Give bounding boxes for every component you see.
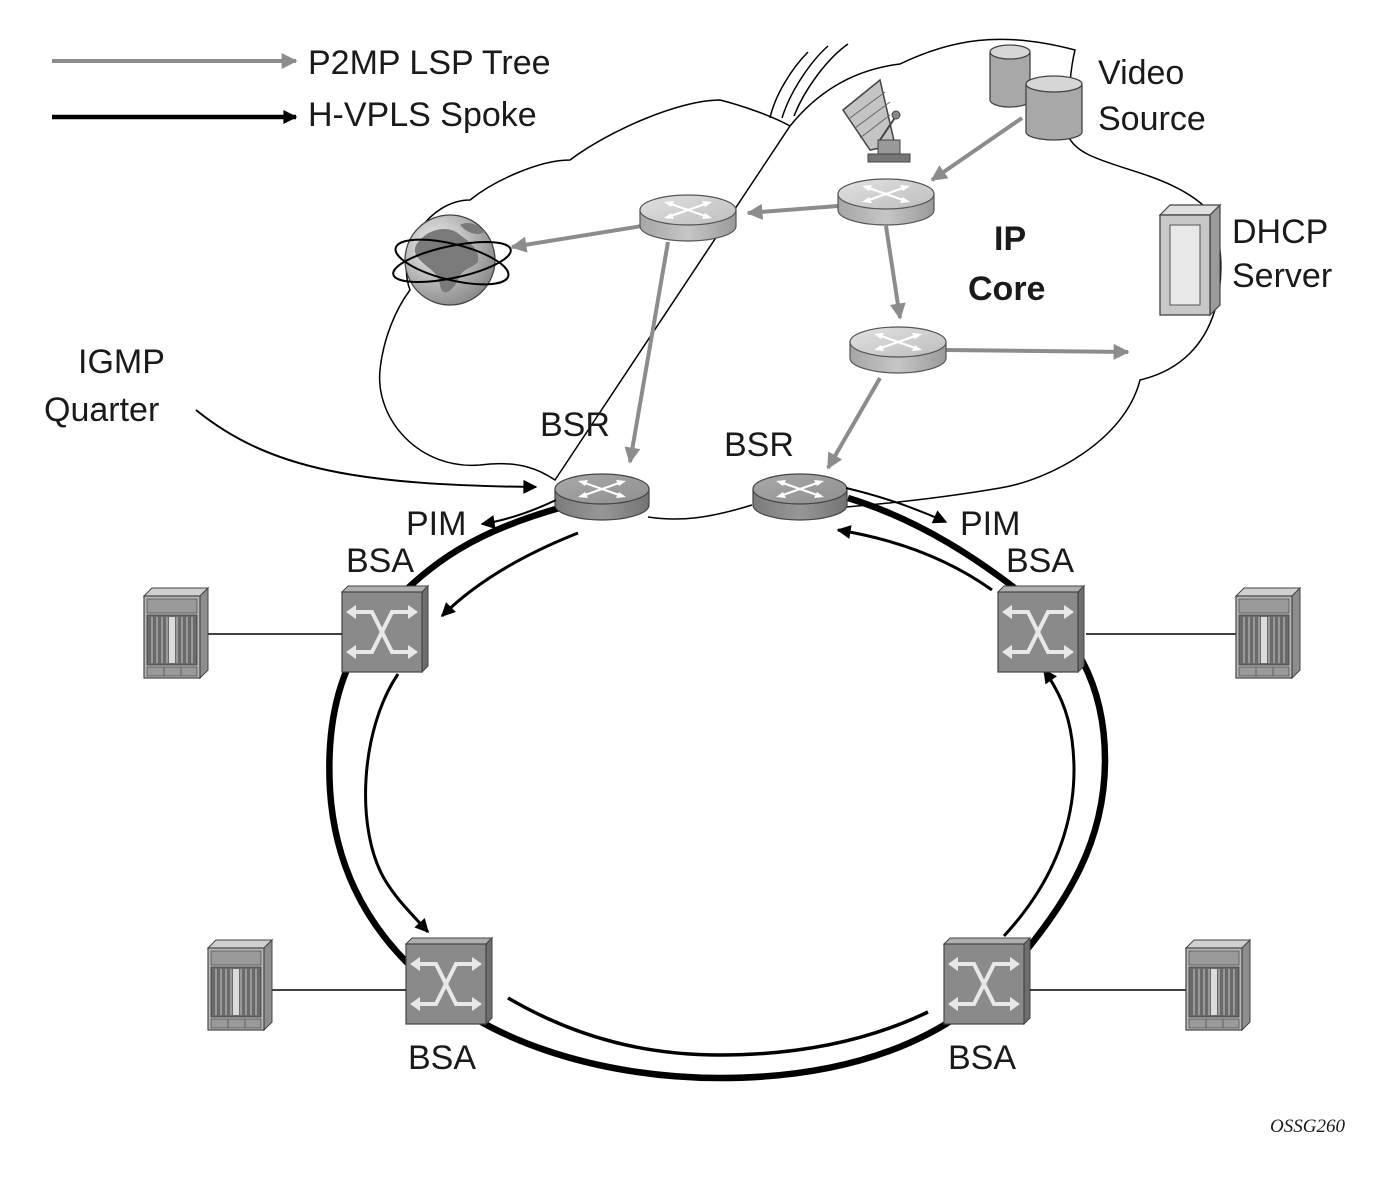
legend-p2mp-label: P2MP LSP Tree <box>308 44 551 82</box>
bsa-bottom-left-label: BSA <box>408 1039 476 1077</box>
core-router-left <box>638 193 738 243</box>
p2mp-arrow-core-to-router <box>746 203 839 220</box>
spoke-arrow-bsa-top-left-to-bottom-left <box>364 673 430 934</box>
bsa-top-right-label: BSA <box>1006 542 1074 580</box>
bsa-bottom-right-label: BSA <box>948 1039 1016 1077</box>
ip-core-label-line1: IP <box>994 220 1026 258</box>
p2mp-lsp-arrows <box>510 116 1130 470</box>
p2mp-arrow-router-to-right <box>945 343 1130 360</box>
bsr-left-label: BSR <box>540 406 610 444</box>
igmp-arrow <box>195 409 538 494</box>
dhcp-server-icon <box>1158 203 1222 317</box>
core-router-lower <box>848 325 948 375</box>
p2mp-arrow-router-to-bsr-right <box>826 376 882 470</box>
video-source-label-line1: Video <box>1098 54 1184 92</box>
spoke-arrow-bsr-to-bsa-top-left <box>440 531 579 618</box>
bsa-top-left-label: BSA <box>346 542 414 580</box>
bsa-switch-bottom-right <box>942 936 1032 1026</box>
pim-left-label: PIM <box>406 505 466 543</box>
figure-id: OSSG260 <box>1270 1116 1345 1137</box>
dhcp-server-label-line2: Server <box>1232 257 1332 295</box>
legend: P2MP LSP Tree H-VPLS Spoke <box>52 44 551 134</box>
bsa-switch-bottom-left <box>404 936 494 1026</box>
bsr-router-right <box>751 472 849 522</box>
igmp-label-line2: Quarter <box>44 391 159 429</box>
p2mp-arrow-video-to-router <box>930 116 1024 182</box>
video-source-database-icon <box>989 44 1083 141</box>
pim-arrow-left <box>480 499 557 529</box>
core-router-top <box>836 177 936 227</box>
access-links <box>206 633 1236 991</box>
hvpls-spoke-arrows <box>364 525 1076 938</box>
legend-hvpls-label: H-VPLS Spoke <box>308 96 537 134</box>
p2mp-arrow-router-to-bsr-left <box>624 241 670 464</box>
igmp-label-line1: IGMP <box>78 343 165 381</box>
spoke-arrow-bsa-top-right-to-bsr <box>836 525 993 592</box>
video-source-label-line2: Source <box>1098 100 1206 138</box>
satellite-dish-icon <box>841 78 911 163</box>
pim-right-label: PIM <box>960 505 1020 543</box>
bsr-router-left <box>553 472 651 522</box>
bsr-right-label: BSR <box>724 426 794 464</box>
wireless-waves <box>769 43 849 119</box>
access-node-bottom-left <box>207 939 273 1031</box>
access-node-bottom-right <box>1185 939 1251 1031</box>
access-node-top-right <box>1235 587 1301 679</box>
access-node-top-left <box>143 587 209 679</box>
bsa-switch-top-left <box>340 584 430 674</box>
pim-arrow-right <box>845 487 948 524</box>
bsa-switch-top-right <box>996 584 1086 674</box>
ip-core-label-line2: Core <box>968 270 1045 308</box>
internet-globe-icon <box>392 214 512 306</box>
p2mp-arrow-router-to-globe <box>510 224 643 253</box>
ring-inner-bottom <box>507 996 929 1057</box>
p2mp-arrow-core-to-lower-router <box>884 225 906 320</box>
spoke-arrow-bsa-bottom-right-to-top-right <box>1002 668 1076 938</box>
dhcp-server-label-line1: DHCP <box>1232 213 1328 251</box>
